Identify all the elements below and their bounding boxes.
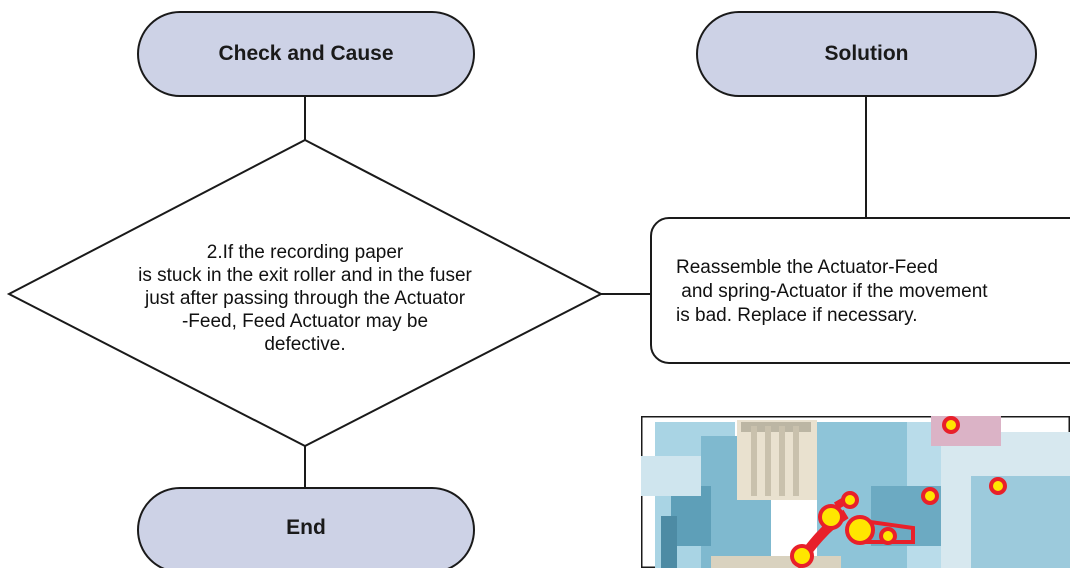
check-and-cause-label: Check and Cause (218, 42, 394, 65)
solution-label: Solution (824, 42, 909, 65)
check-and-cause-node (137, 11, 475, 97)
printer-mechanism-illustration (641, 416, 1070, 568)
solution-node (696, 11, 1037, 97)
solution-box (650, 217, 1070, 364)
decision-line-1: 2.If the recording paper (206, 241, 404, 263)
decision-text: 2.If the recording paper is stuck in the… (138, 228, 472, 368)
decision-line-4: -Feed, Feed Actuator may be (181, 310, 429, 332)
end-label: End (286, 516, 326, 539)
solution-line-3: is bad. Replace if necessary. (676, 305, 918, 326)
decision-line-3: just after passing through the Actuator (144, 287, 466, 309)
decision-line-5: defective. (264, 333, 346, 355)
solution-text: Reassemble the Actuator-Feed and spring-… (676, 256, 1070, 328)
decision-line-2: is stuck in the exit roller and in the f… (138, 264, 472, 286)
solution-line-2: and spring-Actuator if the movement (676, 281, 988, 302)
decision-diamond (6, 138, 604, 448)
end-node (137, 487, 475, 568)
printer-mechanism-photo (641, 416, 1070, 568)
solution-line-1: Reassemble the Actuator-Feed (676, 257, 938, 278)
